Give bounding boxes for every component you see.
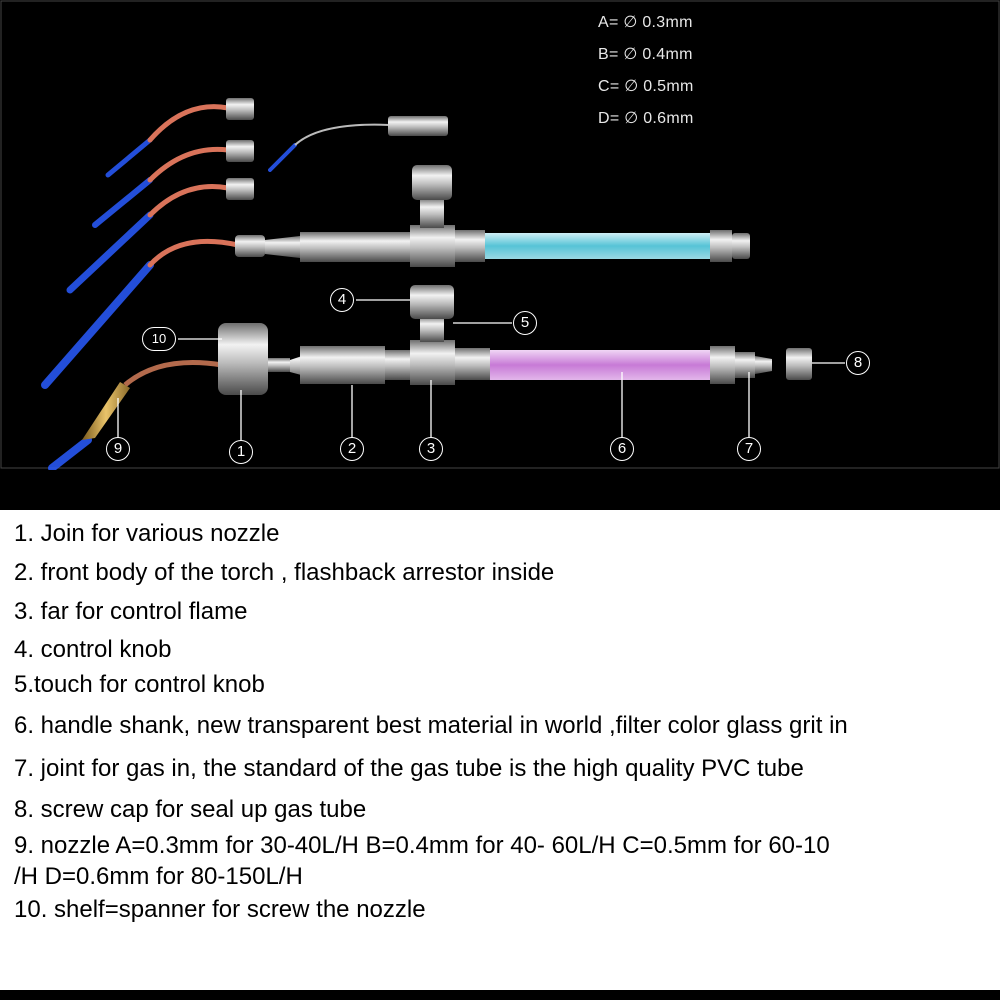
legend-item-2: 2. front body of the torch , flashback a… xyxy=(14,559,555,586)
torch-illustration xyxy=(0,0,1000,472)
spec-b: B= ∅ 0.4mm xyxy=(598,46,693,63)
spec-d: D= ∅ 0.6mm xyxy=(598,110,694,127)
legend-item-5: 5.touch for control knob xyxy=(14,671,265,698)
leader-lines xyxy=(117,299,845,440)
callout-1: 1 xyxy=(229,440,253,464)
spanner-shelf xyxy=(218,323,268,395)
main-nozzle-tube xyxy=(123,360,223,387)
callout-8: 8 xyxy=(846,351,870,375)
legend-item-3: 3. far for control flame xyxy=(14,598,248,625)
legend-item-8: 8. screw cap for seal up gas tube xyxy=(14,796,367,823)
top-torch xyxy=(235,165,750,267)
bottom-torch xyxy=(82,285,812,440)
frame-border xyxy=(0,0,1000,469)
nozzle-fittings xyxy=(226,98,448,200)
legend-item-6: 6. handle shank, new transparent best ma… xyxy=(14,712,848,739)
flame-needle xyxy=(268,143,297,172)
screw-cap xyxy=(786,348,812,380)
nozzle-tubes xyxy=(147,104,241,268)
legend-item-1: 1. Join for various nozzle xyxy=(14,520,280,547)
brass-nozzle xyxy=(82,382,130,440)
flame-c xyxy=(66,211,154,294)
legend-item-7: 7. joint for gas in, the standard of the… xyxy=(14,755,804,782)
bottom-gas-tube xyxy=(490,350,710,380)
flame-b xyxy=(92,177,153,228)
flame-a xyxy=(105,137,153,178)
front-body xyxy=(300,346,385,384)
fitting-needle xyxy=(388,116,448,136)
callout-3: 3 xyxy=(419,437,443,461)
callout-5: 5 xyxy=(513,311,537,335)
fitting-b xyxy=(226,140,254,162)
callout-9: 9 xyxy=(106,437,130,461)
gas-joint xyxy=(735,352,755,378)
needle-nozzle-tube xyxy=(294,123,391,146)
callout-10: 10 xyxy=(142,327,176,351)
flame-main xyxy=(48,436,92,472)
nozzle-tube-b xyxy=(147,146,231,183)
nozzle-tube-c xyxy=(147,184,231,218)
legend-item-10: 10. shelf=spanner for screw the nozzle xyxy=(14,896,426,923)
torch-diagram: A= ∅ 0.3mm B= ∅ 0.4mm C= ∅ 0.5mm D= ∅ 0.… xyxy=(0,0,1000,472)
top-gas-tube xyxy=(485,233,710,259)
callout-6: 6 xyxy=(610,437,634,461)
flames xyxy=(41,137,297,472)
legend-item-4: 4. control knob xyxy=(14,636,172,663)
legend-item-9-cont: /H D=0.6mm for 80-150L/H xyxy=(14,863,303,890)
control-knob xyxy=(410,285,454,319)
fitting-c xyxy=(226,178,254,200)
callout-7: 7 xyxy=(737,437,761,461)
nozzle-tube-a xyxy=(147,104,231,143)
spec-a: A= ∅ 0.3mm xyxy=(598,14,693,31)
spec-c: C= ∅ 0.5mm xyxy=(598,78,694,95)
flame-d xyxy=(41,261,154,389)
callout-2: 2 xyxy=(340,437,364,461)
parts-legend: 1. Join for various nozzle 2. front body… xyxy=(0,510,1000,990)
callout-4: 4 xyxy=(330,288,354,312)
nozzle-tube-d xyxy=(147,238,241,268)
control-valve xyxy=(410,340,455,385)
legend-item-9: 9. nozzle A=0.3mm for 30-40L/H B=0.4mm f… xyxy=(14,832,830,859)
fitting-a xyxy=(226,98,254,120)
